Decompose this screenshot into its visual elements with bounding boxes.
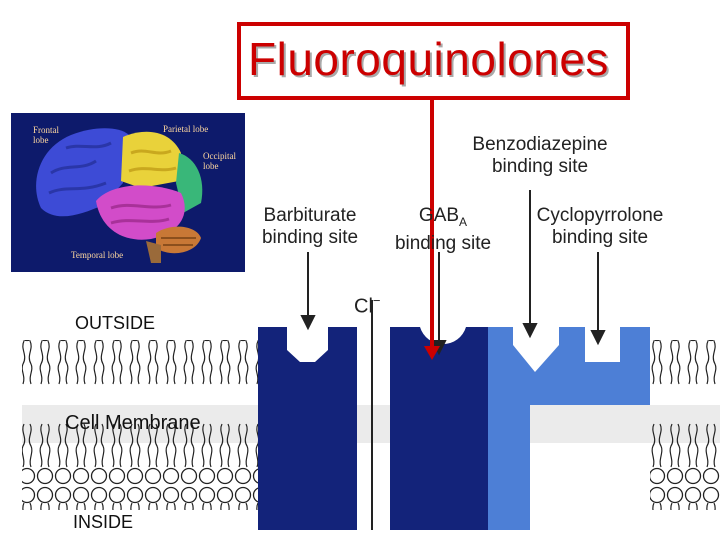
temporal-lobe-label: Temporal lobe bbox=[71, 250, 124, 260]
lipid-bilayer-left bbox=[22, 340, 258, 510]
chloride-label: Cl− bbox=[354, 293, 381, 318]
receptor-subunit-right bbox=[488, 327, 650, 530]
binding-arrows bbox=[300, 190, 606, 356]
inside-label: INSIDE bbox=[73, 512, 134, 532]
receptor-subunit-middle bbox=[390, 327, 488, 530]
title-arrow bbox=[424, 100, 440, 360]
cell-membrane-label: Cell Membrane bbox=[65, 412, 201, 434]
parietal-lobe-label: Parietal lobe bbox=[163, 124, 209, 134]
outside-label: OUTSIDE bbox=[75, 313, 156, 333]
receptor-subunit-left bbox=[258, 327, 357, 530]
lipid-bilayer-right bbox=[650, 340, 720, 510]
brain-illustration bbox=[11, 113, 245, 272]
title-box bbox=[237, 22, 630, 100]
slide-title: Fluoroquinolones bbox=[248, 33, 609, 85]
